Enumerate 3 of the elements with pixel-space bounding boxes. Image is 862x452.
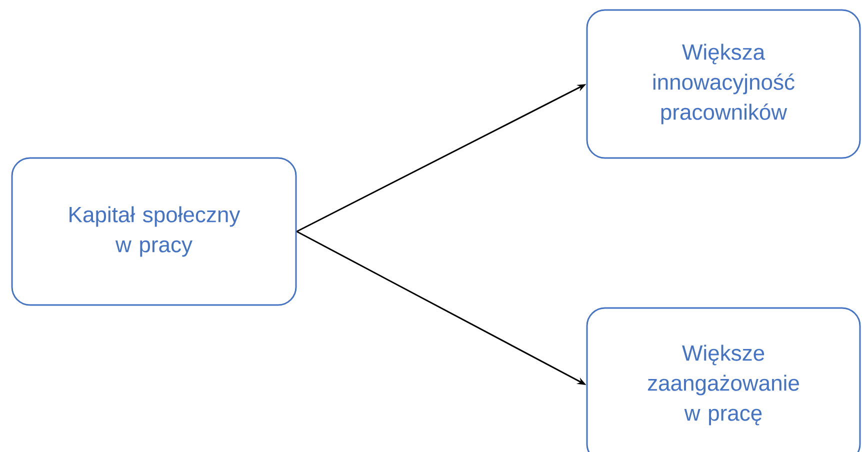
process-box: Większa innowacyjność pracowników: [586, 9, 861, 159]
process-box: Większe zaangażowanie w pracę: [586, 307, 861, 452]
process-box: Kapitał społeczny w pracy: [11, 157, 297, 306]
